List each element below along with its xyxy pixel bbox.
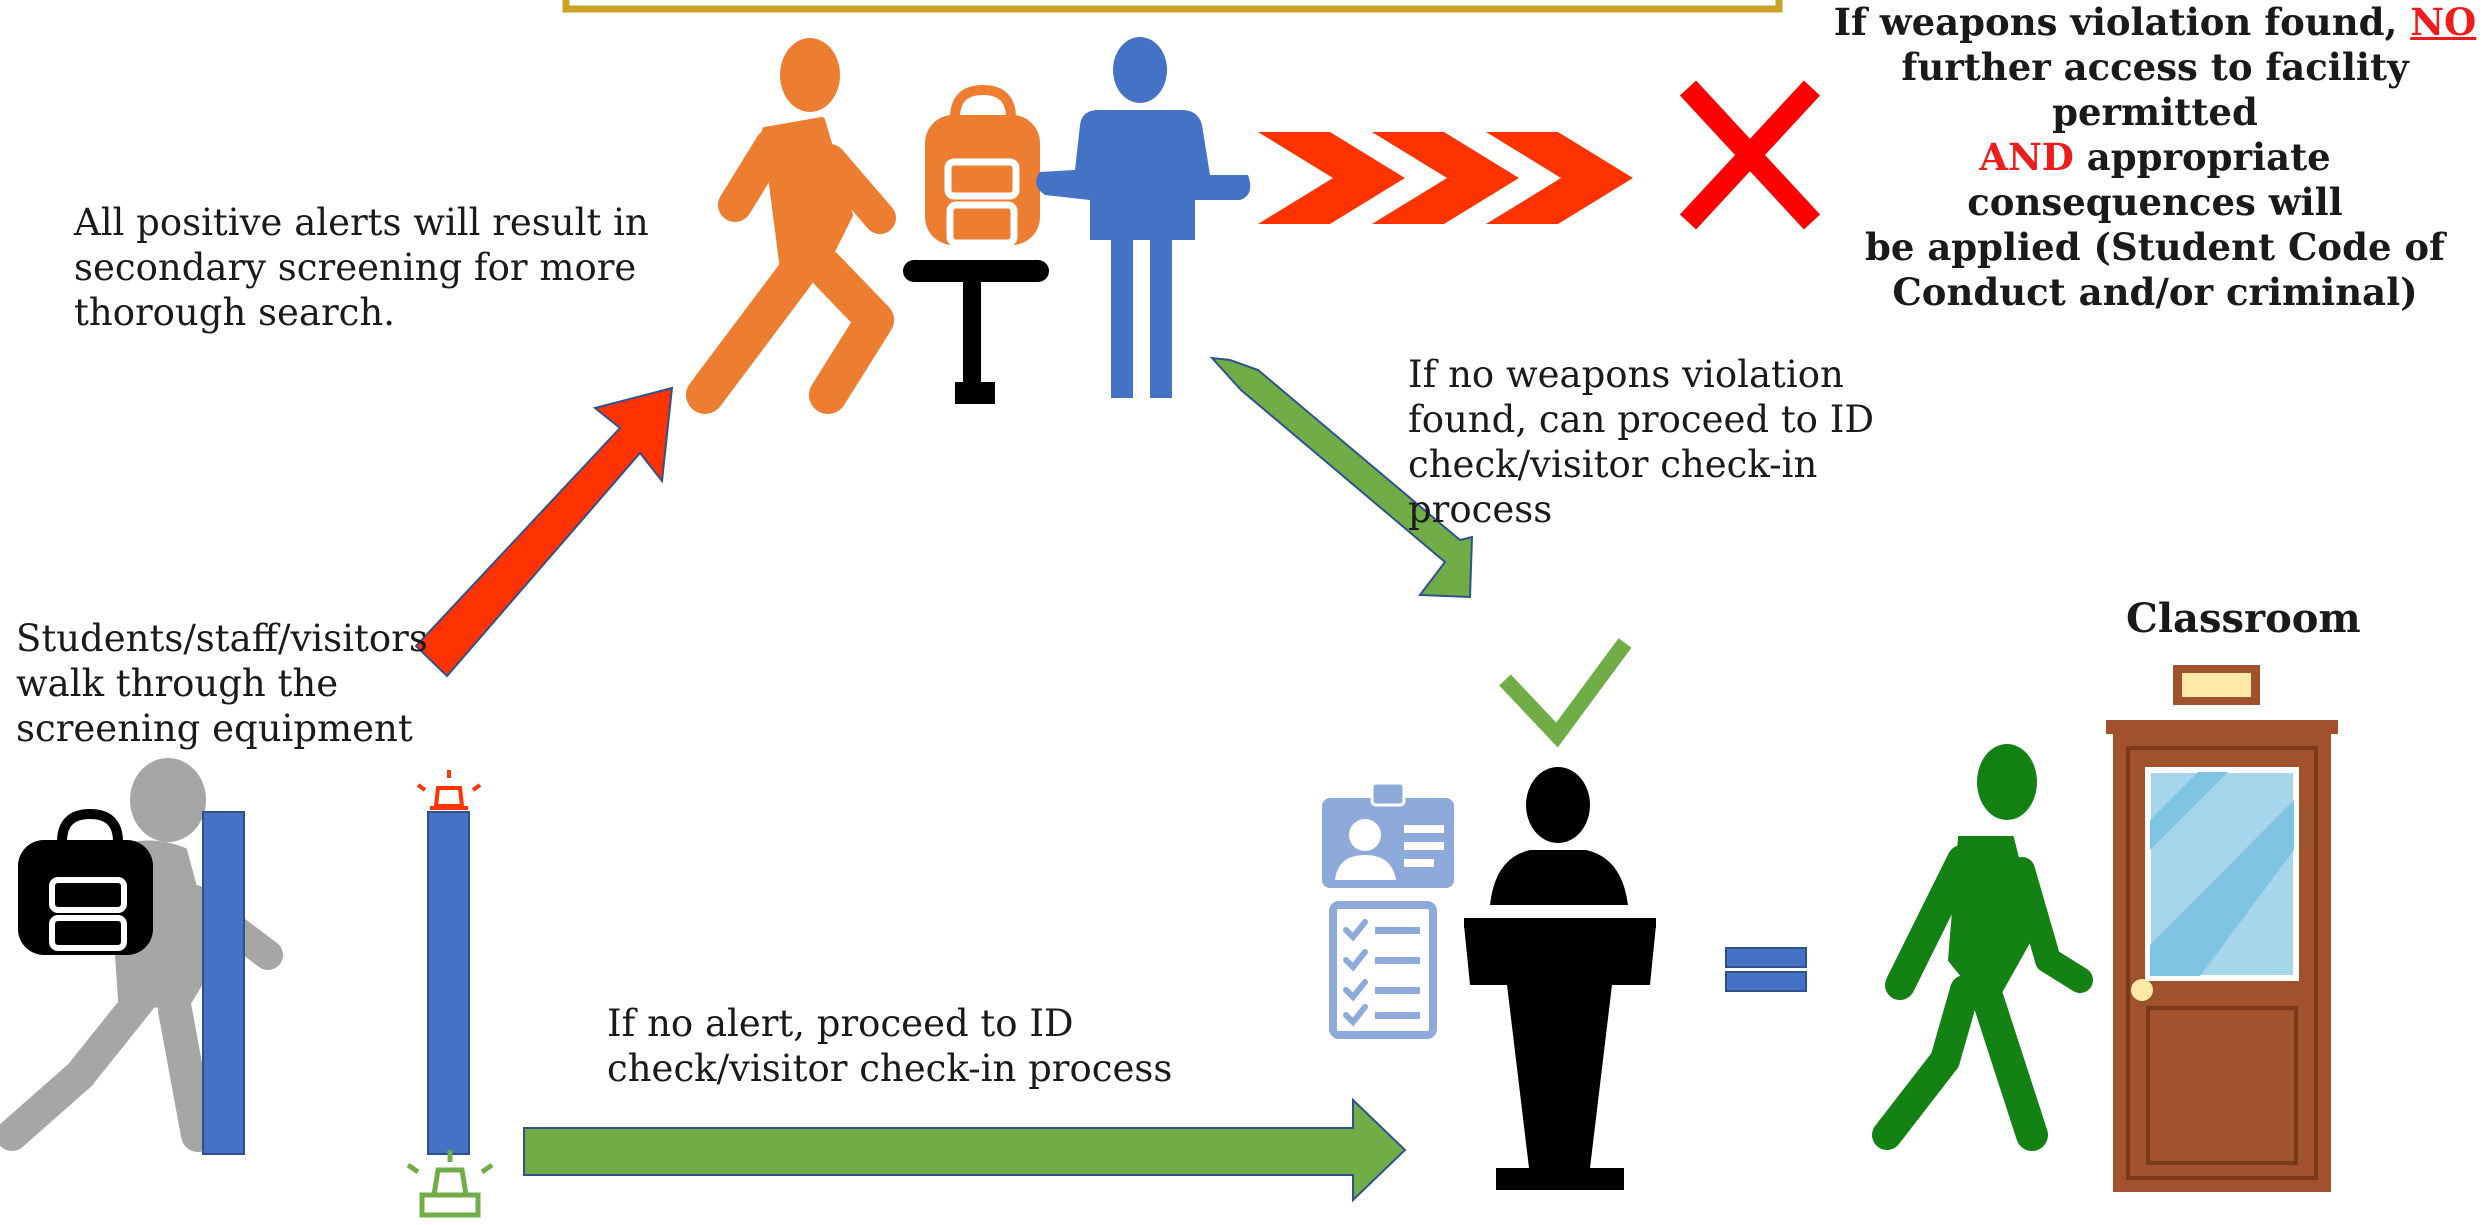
violation-line-3: AND appropriate consequences will: [1967, 135, 2343, 224]
checkmark-icon: [1499, 638, 1632, 748]
secondary-screening-arrow: [414, 386, 674, 678]
green-alarm-light-icon: [406, 1150, 494, 1218]
no-alert-text: If no alert, proceed to ID check/visitor…: [607, 1002, 1173, 1090]
metal-detector-pillar-icon: [202, 811, 470, 1155]
violation-no-emphasis: NO: [2410, 0, 2477, 44]
violation-text: If weapons violation found, NO further a…: [1830, 0, 2480, 315]
green-walking-person-icon: [1872, 744, 2093, 1151]
proceed-to-checkin-arrow: [523, 1097, 1407, 1203]
backpack-icon: [925, 84, 1040, 247]
equals-sign-icon: [1725, 947, 1807, 992]
black-backpack-icon: [18, 808, 153, 955]
chevron-arrows-icon: [1258, 132, 1633, 224]
red-alarm-light-icon: [416, 770, 482, 810]
violation-line-1: If weapons violation found, NO: [1833, 0, 2477, 44]
proceed-from-secondary-arrow: [1209, 356, 1474, 599]
security-officer-icon: [1036, 37, 1251, 398]
no-violation-text: If no weapons violation found, can proce…: [1408, 353, 1875, 531]
violation-line-2: further access to facility permitted: [1901, 45, 2409, 134]
checklist-icon: [1329, 901, 1437, 1039]
x-mark-icon: [1679, 80, 1821, 230]
walk-through-text: Students/staff/visitors walk through the…: [16, 617, 428, 750]
classroom-door-icon: [2106, 665, 2338, 1192]
violation-line-4: be applied (Student Code of: [1865, 225, 2445, 269]
id-badge-icon: [1322, 781, 1454, 888]
orange-walking-person-icon: [686, 38, 896, 414]
violation-line-5: Conduct and/or criminal): [1892, 270, 2418, 314]
top-frame: [562, 0, 1783, 13]
positive-alerts-text: All positive alerts will result in secon…: [74, 201, 649, 334]
violation-and-emphasis: AND: [1979, 135, 2074, 179]
table-icon: [903, 260, 1049, 404]
podium-person-icon: [1464, 767, 1656, 1190]
classroom-label: Classroom: [2126, 595, 2361, 642]
